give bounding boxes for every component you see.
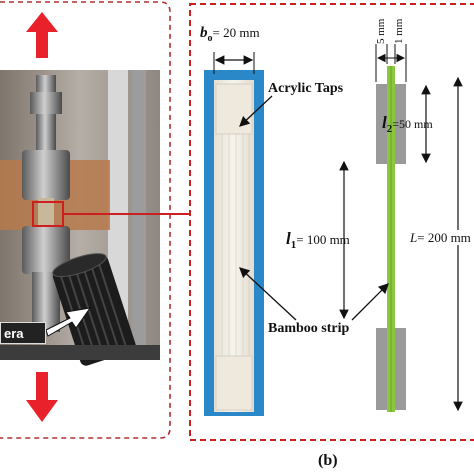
L-label: L= 200 mm (410, 230, 471, 245)
bamboo-fibers (221, 134, 250, 356)
acrylic-taps-label: Acrylic Taps (268, 81, 344, 96)
panel-b-caption: (b) (318, 452, 338, 469)
l2-label: l2=50 mm (382, 114, 433, 135)
width-5mm-label: 5 mm (375, 18, 387, 44)
tension-arrow-down (26, 372, 58, 422)
L-symbol: L (410, 230, 418, 245)
l1-value: = 100 mm (296, 232, 350, 247)
bamboo-leader-schematic (351, 283, 389, 321)
upper-collar (30, 92, 62, 114)
camera-pointer-arrow (45, 307, 92, 337)
photo-bottom (0, 345, 160, 360)
l1-subscript: 1 (290, 238, 297, 251)
L-value: = 200 mm (417, 230, 471, 245)
l2-subscript: 2 (386, 122, 393, 135)
acrylic-tab-bottom-photo (215, 355, 253, 411)
l2-symbol: l (382, 113, 387, 132)
acrylic-tab-top-photo (215, 83, 253, 135)
bamboo-leader-photo (239, 267, 297, 321)
l1-symbol: l (286, 229, 291, 248)
b0-label: bo= 20 mm (200, 26, 260, 44)
camera-label: era (0, 322, 46, 344)
lower-grip (22, 226, 70, 274)
acrylic-leader-line (239, 95, 273, 127)
bamboo-strip-label: Bamboo strip (268, 321, 350, 336)
panel-b-frame (189, 3, 474, 441)
width-1mm-label: 1 mm (393, 18, 405, 44)
b0-value: = 20 mm (212, 25, 260, 40)
panel-a-frame (0, 1, 171, 439)
l2-value: =50 mm (392, 117, 433, 131)
tension-arrow-up (26, 12, 58, 58)
specimen (38, 198, 54, 228)
b0-symbol: b (200, 25, 208, 41)
b0-subscript: o (207, 33, 213, 44)
l1-label: l1= 100 mm (286, 230, 350, 251)
upper-grip (22, 150, 70, 200)
